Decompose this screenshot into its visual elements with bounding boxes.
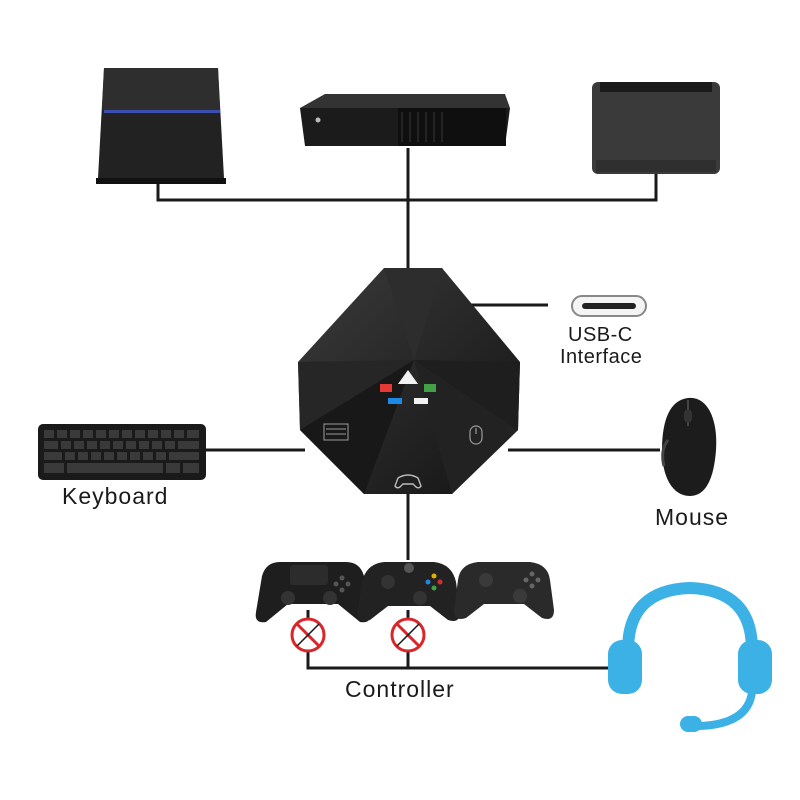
switch-dock-console-icon <box>592 82 720 174</box>
keyboard-label: Keyboard <box>62 483 169 509</box>
xbox-controller-icon <box>358 562 460 621</box>
hub-mouse-port-icon <box>469 425 483 445</box>
switch-pro-controller-icon <box>454 562 554 619</box>
keyboard-icon <box>38 424 206 480</box>
adapter-logo-icon <box>380 370 436 404</box>
headset-icon <box>608 581 772 732</box>
usb-c-label: USB-C <box>568 324 633 346</box>
playstation-4-console-icon <box>96 68 226 184</box>
usb-c-port-icon <box>571 295 647 317</box>
hub-controller-port-icon <box>394 474 422 489</box>
mouse-icon <box>661 397 717 496</box>
xbox-one-console-icon <box>300 94 510 146</box>
ps4-controller-icon <box>255 562 371 623</box>
controller-label: Controller <box>345 676 455 702</box>
converter-hub-icon <box>298 268 520 494</box>
no-symbol-icon <box>290 617 326 653</box>
hub-keyboard-port-icon <box>323 423 349 441</box>
mouse-label: Mouse <box>655 504 730 530</box>
usb-c-interface-label: Interface <box>560 346 643 368</box>
no-symbol-icon <box>390 617 426 653</box>
